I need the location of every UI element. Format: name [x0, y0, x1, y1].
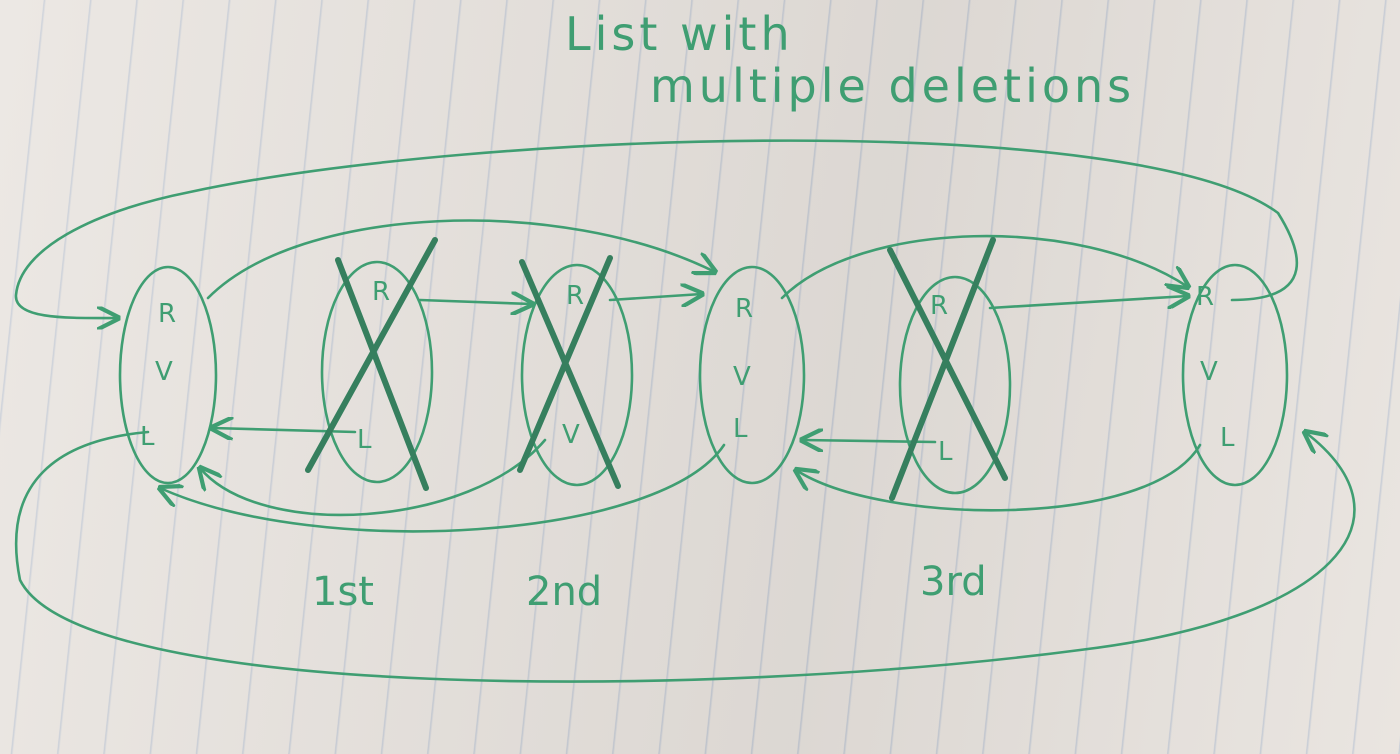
node-middle: R V L — [733, 294, 753, 444]
field-v: V — [155, 357, 173, 387]
arrow-head-to-tail-wrap — [14, 432, 1356, 683]
title-line-1: List with — [565, 7, 794, 61]
node-oval-tail — [1181, 263, 1289, 487]
deletion-label-3: 3rd — [920, 559, 987, 605]
arrow-tail-to-middle — [796, 443, 1202, 512]
field-l: L — [938, 437, 953, 467]
title-line-2: multiple deletions — [650, 59, 1135, 113]
field-l: L — [140, 422, 155, 452]
node-tail: R V L — [1196, 282, 1235, 453]
arrow-del2-to-head — [200, 438, 547, 517]
arrow-middle-to-tail — [780, 234, 1188, 300]
field-l: L — [733, 414, 748, 444]
field-v: V — [1200, 357, 1218, 387]
field-r: R — [1196, 282, 1214, 312]
field-r: R — [566, 281, 584, 311]
arrow-head-to-middle — [206, 219, 715, 300]
node-oval-deleted-3 — [898, 275, 1012, 495]
arrow-tail-to-head-wrap — [14, 139, 1299, 318]
field-v: V — [562, 420, 580, 450]
cross-deleted-3 — [887, 237, 1008, 501]
field-r: R — [158, 299, 176, 329]
field-v: V — [733, 362, 751, 392]
arrow-del2-to-middle — [608, 294, 702, 300]
arrow-del1-to-del2 — [418, 300, 532, 304]
field-r: R — [372, 277, 390, 307]
arrow-del3-to-tail — [988, 296, 1188, 310]
node-deleted-3: R L — [930, 291, 953, 467]
field-r: R — [930, 291, 948, 321]
node-deleted-1: R L — [357, 277, 390, 455]
node-oval-head — [118, 265, 218, 485]
field-l: L — [357, 425, 372, 455]
node-deleted-2: R V — [562, 281, 584, 450]
deletion-label-2: 2nd — [526, 569, 602, 615]
arrow-middle-to-head — [160, 443, 726, 533]
field-l: L — [1220, 423, 1235, 453]
cross-deleted-2 — [517, 255, 621, 489]
deletion-label-1: 1st — [312, 569, 374, 615]
node-oval-deleted-1 — [320, 260, 434, 484]
node-oval-deleted-2 — [520, 263, 634, 487]
field-r: R — [735, 294, 753, 324]
node-head: R V L — [140, 299, 176, 452]
cross-deleted-1 — [305, 237, 438, 491]
node-oval-middle — [698, 265, 806, 485]
